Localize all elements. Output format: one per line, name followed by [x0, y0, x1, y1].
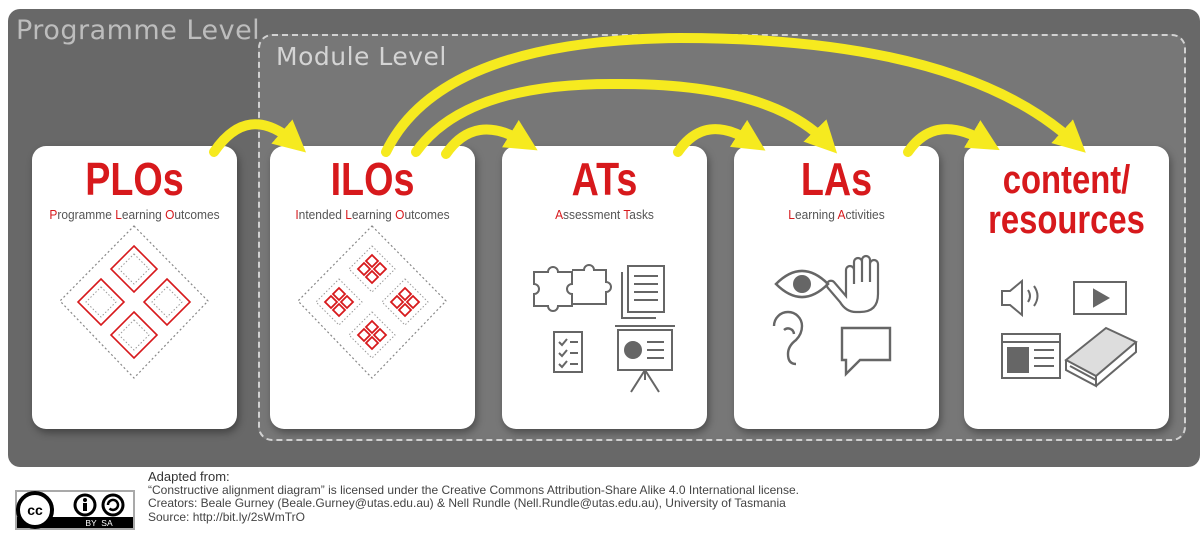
- plos-card: PLOs Programme Learning Outcomes: [32, 146, 237, 429]
- license-badge-text: BY SA: [85, 518, 113, 528]
- footer-source-line: Source: http://bit.ly/2sWmTrO: [148, 509, 305, 524]
- cc-icon: [16, 491, 54, 529]
- attribution-footer: Adapted from: “Constructive alignment di…: [148, 470, 799, 524]
- module-level-label: Module Level: [276, 42, 447, 71]
- arrow-plos-to-ilos: [209, 119, 307, 157]
- las-title: LAs: [800, 153, 873, 205]
- ats-card: ATs Assessment Tasks: [502, 146, 707, 429]
- ear-icon: [772, 310, 804, 366]
- ilos-subtitle: Intended Learning Outcomes: [295, 207, 450, 222]
- content-title-line: content/: [1002, 158, 1131, 202]
- eye-icon: [774, 269, 830, 299]
- share-alike-icon: [101, 493, 125, 517]
- play-video-icon: [1073, 281, 1127, 315]
- cc-by-sa-license-badge: cc BY SA: [15, 490, 135, 530]
- hand-icon: [825, 254, 880, 314]
- content-resources-card: content/ resources: [964, 146, 1169, 429]
- ats-subtitle: Assessment Tasks: [555, 207, 654, 222]
- checklist-icon: [553, 331, 583, 373]
- las-subtitle: Learning Activities: [788, 207, 885, 222]
- ats-title: ATs: [571, 153, 638, 205]
- arrow-ilos-to-ats: [441, 120, 538, 159]
- speaker-icon: [1001, 278, 1039, 318]
- footer-license-line: “Constructive alignment diagram” is lice…: [148, 482, 799, 497]
- presentation-icon: [615, 325, 675, 393]
- footer-heading: Adapted from:: [148, 469, 230, 484]
- content-resources-title: content/ resources: [982, 160, 1150, 240]
- resources-title-line: resources: [988, 198, 1145, 242]
- plos-title: PLOs: [85, 153, 184, 205]
- webpage-icon: [1001, 333, 1061, 379]
- arrow-ats-to-las: [673, 119, 766, 157]
- arrow-ilos-to-content: [381, 32, 1086, 157]
- intended-outcomes-diamond-icon: [297, 225, 447, 379]
- puzzle-icon: [533, 264, 612, 312]
- textbook-icon: [1064, 326, 1138, 388]
- speech-bubble-icon: [840, 326, 892, 377]
- programme-level-label: Programme Level: [16, 15, 261, 46]
- las-card: LAs Learning Activities: [734, 146, 939, 429]
- document-icon: [621, 265, 665, 319]
- arrow-las-to-content: [903, 120, 1000, 157]
- ilos-card: ILOs Intended Learning Outcomes: [270, 146, 475, 429]
- footer-creators-line: Creators: Beale Gurney (Beale.Gurney@uta…: [148, 496, 786, 510]
- plos-subtitle: Programme Learning Outcomes: [49, 207, 220, 222]
- programme-outcomes-diamond-icon: [59, 225, 209, 379]
- arrow-ilos-to-las: [411, 78, 838, 157]
- svg-text:cc: cc: [27, 502, 43, 518]
- ilos-title: ILOs: [330, 153, 415, 205]
